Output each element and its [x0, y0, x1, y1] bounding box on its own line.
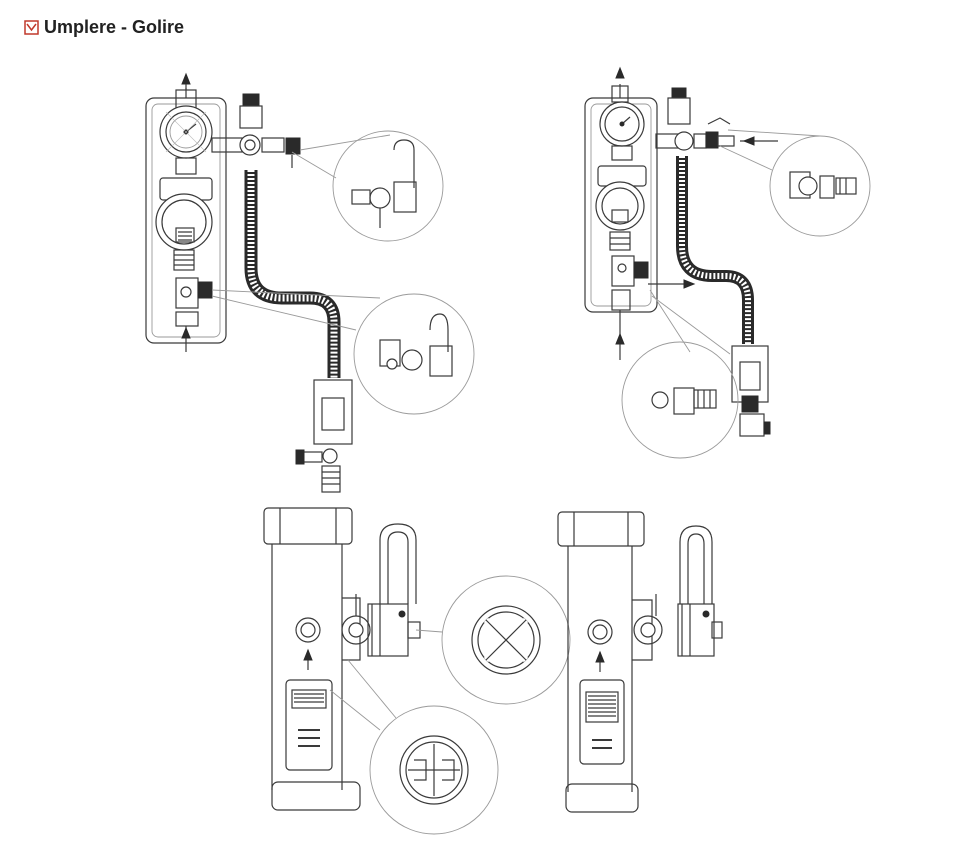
hose-end-fitting-right-icon	[731, 345, 771, 437]
hose-end-fitting-icon	[295, 379, 353, 493]
page-header: Umplere - Golire	[24, 17, 184, 38]
lower-fill-valve-icon	[175, 277, 213, 352]
valve-detail-left	[263, 507, 421, 811]
valve-symbol-x	[415, 575, 571, 705]
circulation-pump-right-icon	[595, 165, 647, 251]
lower-valve-right-icon	[611, 255, 696, 360]
valve-symbol-cross	[329, 659, 499, 835]
page-title: Umplere - Golire	[44, 17, 185, 37]
detail-callout-lower	[211, 289, 475, 415]
filling-assembly-right	[584, 66, 871, 459]
circulation-pump-icon	[155, 177, 213, 271]
detail-callout-right-lower	[621, 289, 739, 459]
filling-draining-icon	[24, 20, 39, 35]
detail-callout-right-upper	[719, 129, 871, 237]
filling-assembly-left	[145, 72, 475, 493]
valve-detail-right	[557, 511, 723, 813]
upper-valve-icon	[211, 134, 301, 168]
side-valve-right-icon	[655, 117, 778, 151]
pressure-gauge-right-icon	[599, 101, 645, 147]
detail-callout-upper	[291, 130, 444, 242]
pressure-gauge-icon	[159, 105, 213, 159]
